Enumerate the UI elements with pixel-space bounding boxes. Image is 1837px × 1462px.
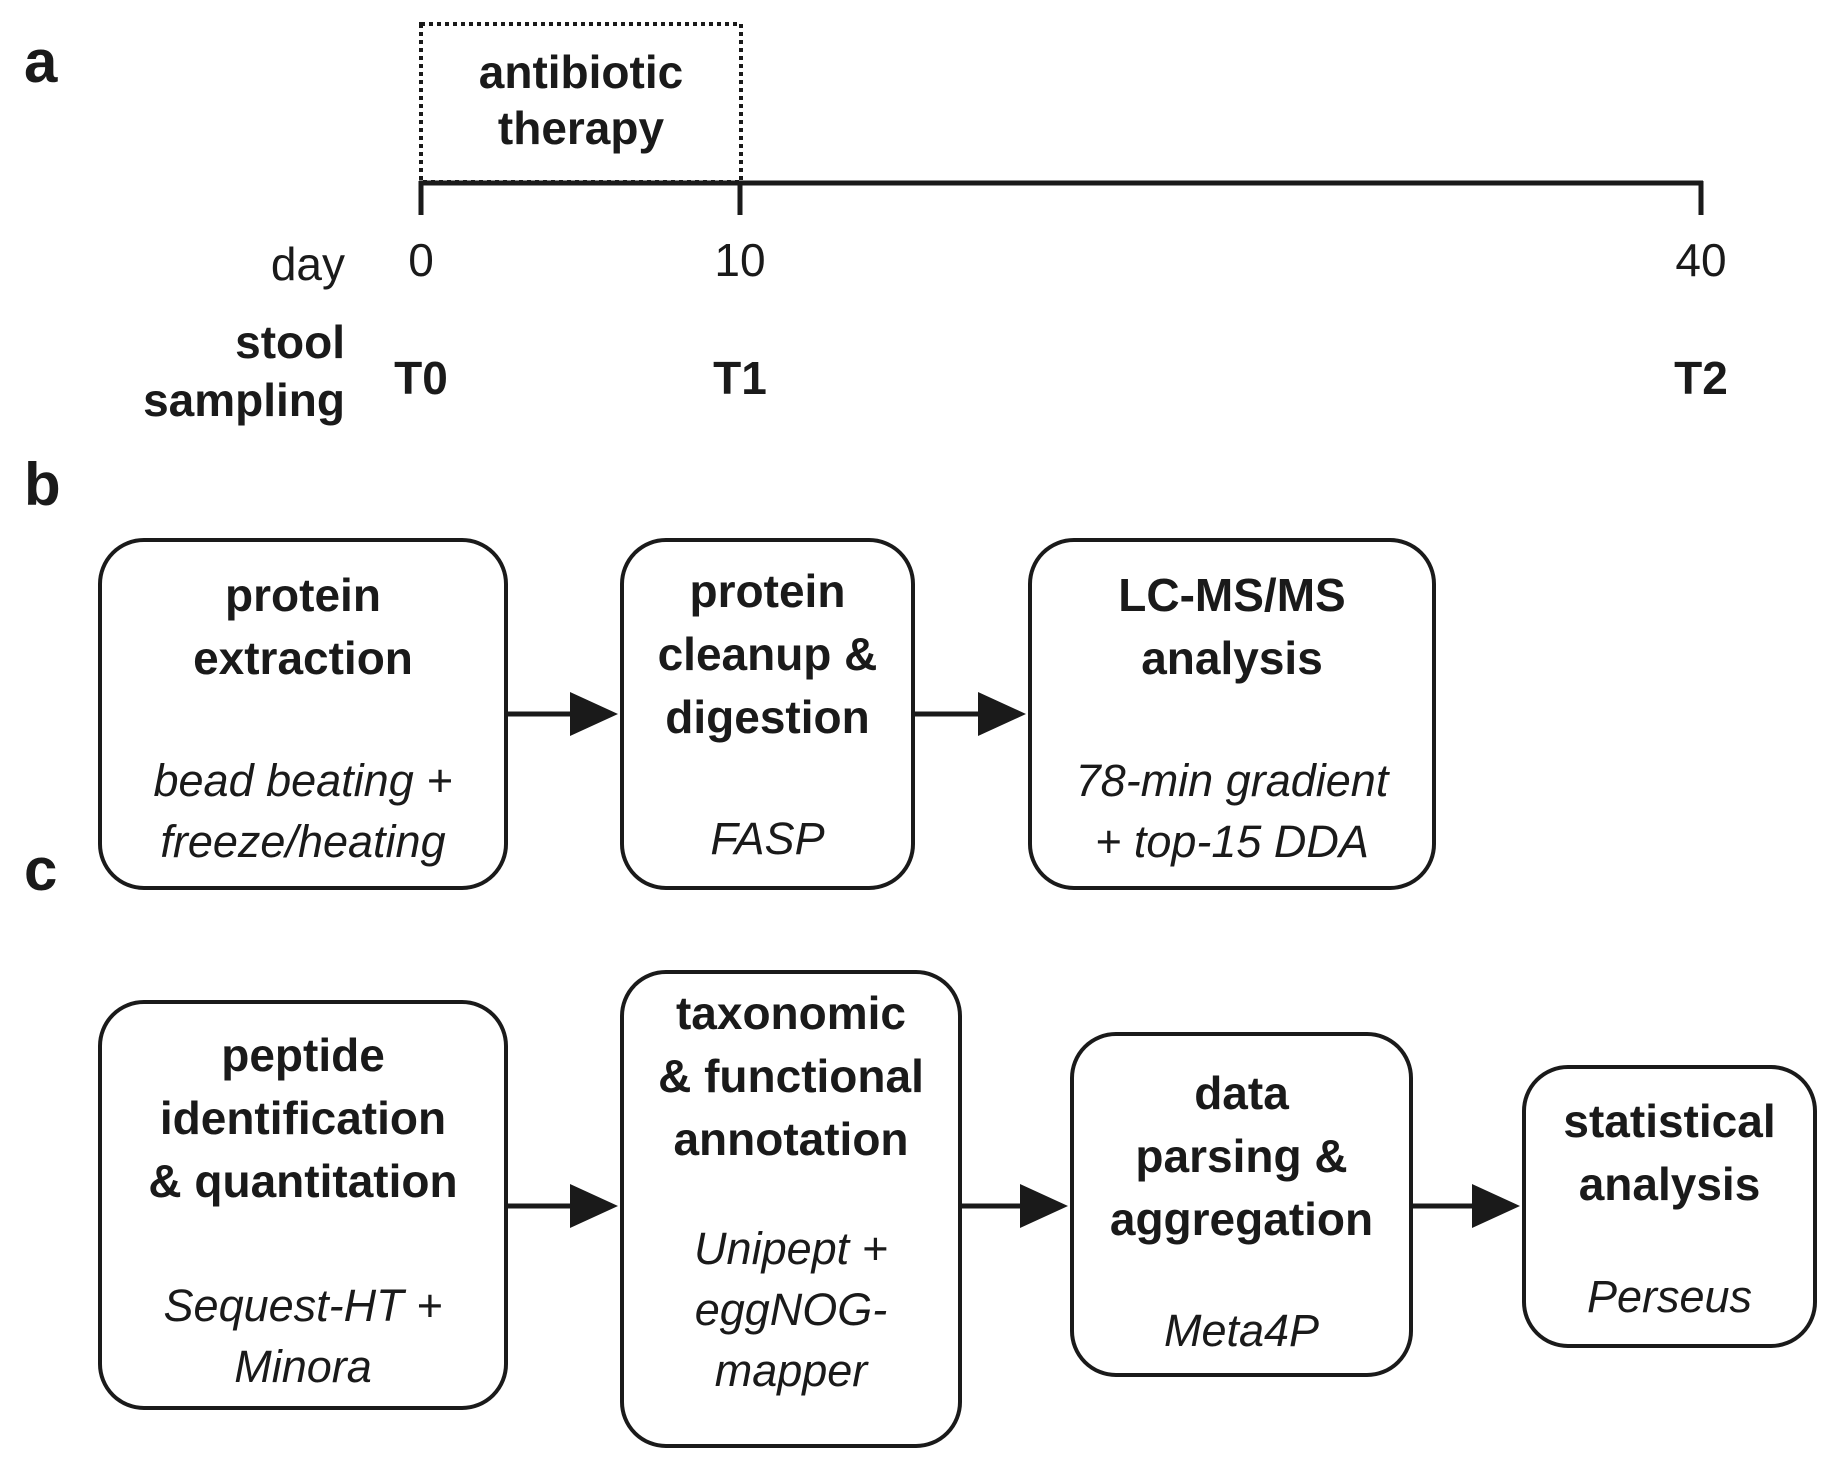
step-title: protein extraction	[193, 569, 413, 684]
step-box-peptide-identification: peptide identification & quantitation Se…	[98, 1000, 508, 1410]
sample-t0: T0	[394, 352, 448, 404]
day-tick-label-0: 0	[408, 234, 434, 286]
step-method: Sequest-HT + Minora	[163, 1280, 443, 1392]
step-method: bead beating + freeze/heating	[153, 755, 453, 867]
sample-t1: T1	[713, 352, 767, 404]
sample-t2: T2	[1674, 352, 1728, 404]
step-method: FASP	[710, 813, 825, 864]
day-tick-label-10: 10	[714, 234, 766, 286]
panel-b-letter: b	[24, 451, 61, 518]
step-method: Unipept + eggNOG- mapper	[694, 1223, 888, 1396]
therapy-label: antibiotic therapy	[478, 46, 684, 154]
day-tick-label-40: 40	[1675, 234, 1727, 286]
step-title: LC-MS/MS analysis	[1118, 569, 1346, 684]
therapy-period-box	[419, 22, 743, 184]
step-box-data-parsing: data parsing & aggregation Meta4P	[1070, 1032, 1413, 1377]
step-box-protein-extraction: protein extraction bead beating + freeze…	[98, 538, 508, 890]
panel-c-letter: c	[24, 836, 58, 903]
step-box-lcmsms: LC-MS/MS analysis 78-min gradient + top-…	[1028, 538, 1436, 890]
step-method: Perseus	[1586, 1271, 1753, 1322]
arrow-b-2	[915, 692, 1026, 736]
step-method: 78-min gradient + top-15 DDA	[1075, 755, 1389, 867]
stool-sampling-label: stool sampling	[143, 316, 345, 426]
step-title: protein cleanup & digestion	[657, 565, 878, 743]
step-box-statistical-analysis: statistical analysis Perseus	[1522, 1065, 1817, 1348]
arrow-c-2	[962, 1184, 1068, 1228]
step-title: peptide identification & quantitation	[148, 1029, 458, 1207]
day-label: day	[270, 238, 345, 290]
step-title: data parsing & aggregation	[1109, 1067, 1374, 1245]
step-box-protein-cleanup: protein cleanup & digestion FASP	[620, 538, 915, 890]
arrow-c-1	[508, 1184, 618, 1228]
step-title: statistical analysis	[1563, 1095, 1776, 1210]
step-title: taxonomic & functional annotation	[658, 987, 924, 1165]
step-box-annotation: taxonomic & functional annotation Unipep…	[620, 970, 962, 1448]
arrow-b-1	[508, 692, 618, 736]
panel-a-letter: a	[24, 28, 58, 95]
step-method: Meta4P	[1163, 1305, 1320, 1356]
arrow-c-3	[1413, 1184, 1520, 1228]
